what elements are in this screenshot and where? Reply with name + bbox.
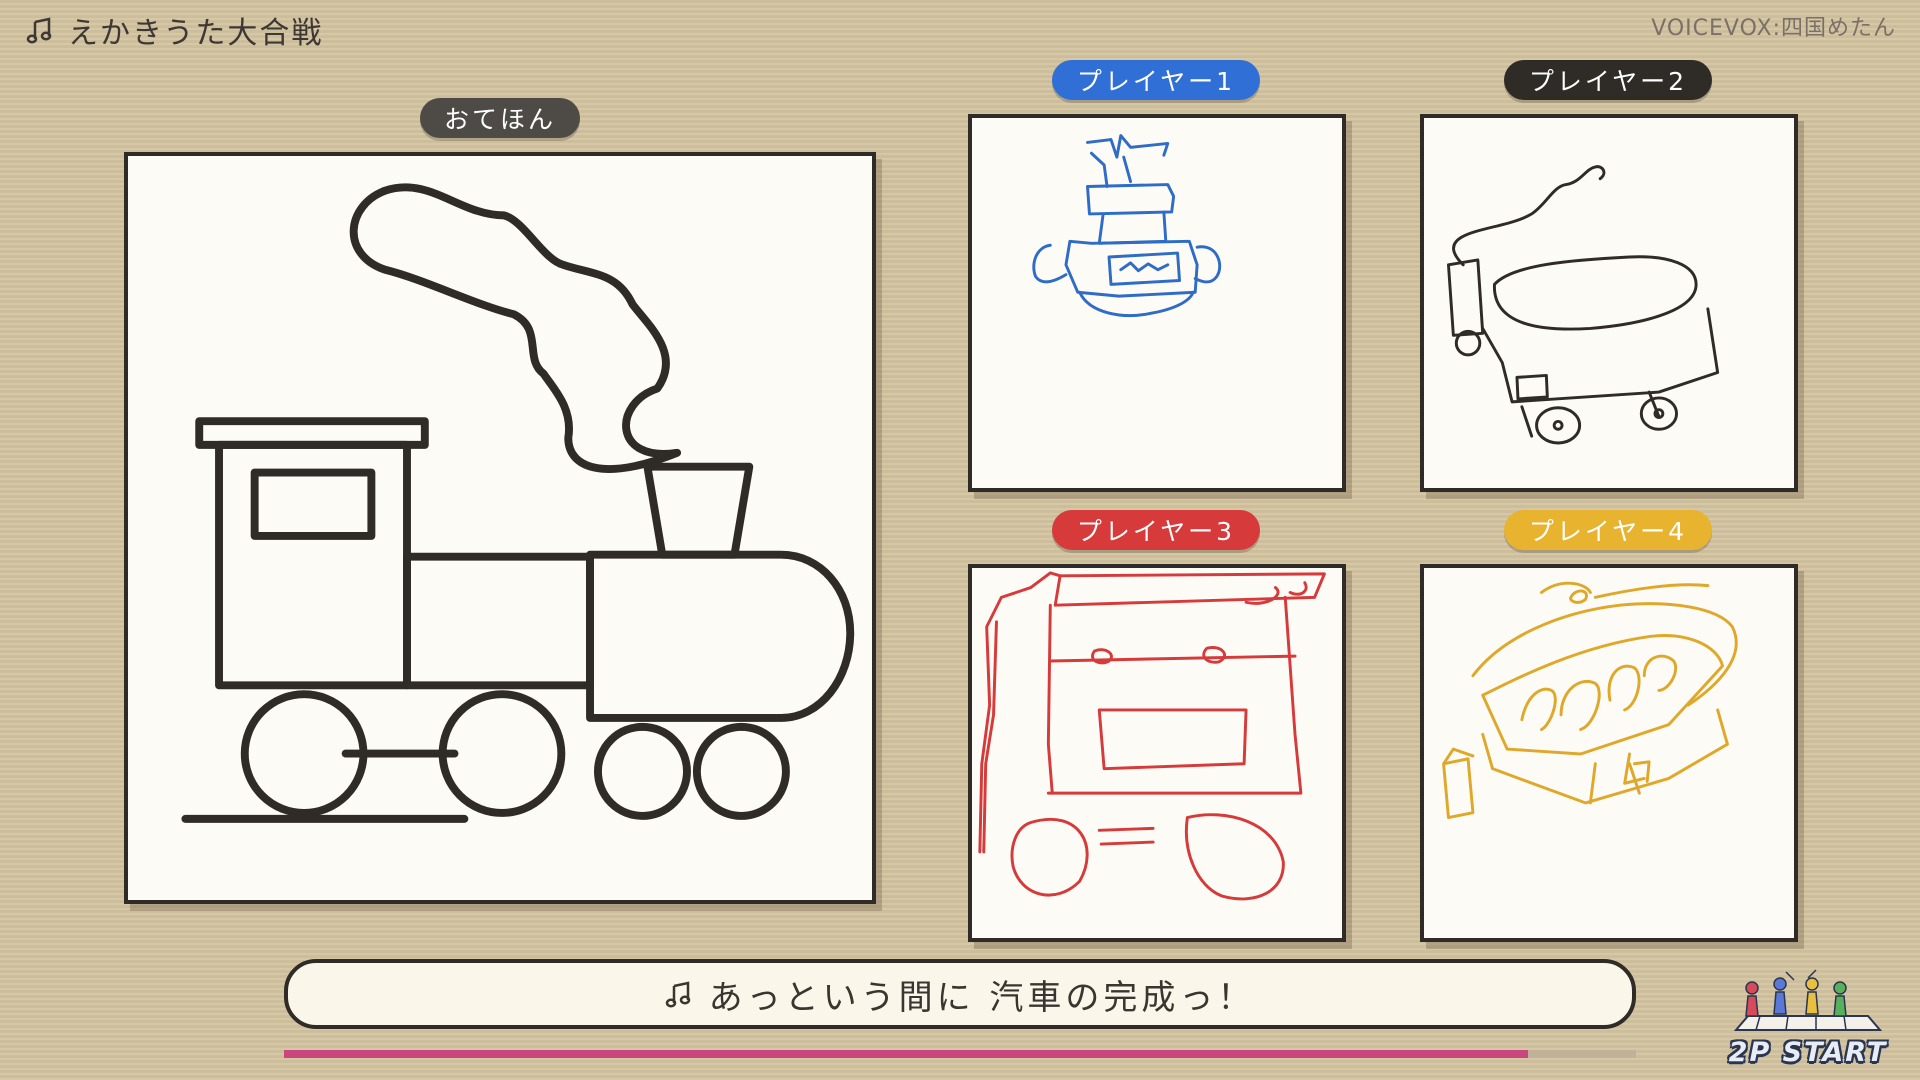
model-canvas [124,152,876,904]
game-title-text: えかきうた大合戦 [68,16,324,51]
player-4-label: プレイヤー4 [1504,510,1712,550]
model-label-text: おてほん [443,105,556,134]
player-1-canvas [968,114,1346,492]
player-3-drawing [978,571,1326,901]
player-pawns-icon [1733,969,1883,1031]
player-1-label: プレイヤー1 [1052,60,1260,100]
player-3-canvas [968,564,1346,942]
player-1-label-text: プレイヤー1 [1076,67,1236,96]
player-2-label-text: プレイヤー2 [1528,67,1688,96]
lyric-text: あっという間に 汽車の完成っ！ [708,977,1256,1018]
player-3-label: プレイヤー3 [1052,510,1260,550]
player-2-drawing [1447,165,1720,445]
2p-start-logo: 2P START [1716,968,1900,1068]
model-label: おてほん [420,98,580,138]
song-progress-bar [284,1050,1636,1058]
lyric-bar: あっという間に 汽車の完成っ！ [284,959,1636,1029]
player-4-label-text: プレイヤー4 [1528,517,1688,546]
player-4-drawing [1442,581,1738,820]
player-1-drawing [1032,134,1222,317]
player-2-canvas [1420,114,1798,492]
music-note-icon [665,981,690,1008]
model-drawing-steam-locomotive [181,183,855,823]
music-note-icon [26,17,52,44]
player-4-canvas [1420,564,1798,942]
game-title: えかきうた大合戦 [26,8,323,52]
voice-credit: VOICEVOX:四国めたん [1651,16,1896,41]
player-3-label-text: プレイヤー3 [1076,517,1236,546]
song-progress-fill [284,1050,1528,1058]
player-2-label: プレイヤー2 [1504,60,1712,100]
2p-start-logo-text: 2P START [1728,1037,1888,1068]
